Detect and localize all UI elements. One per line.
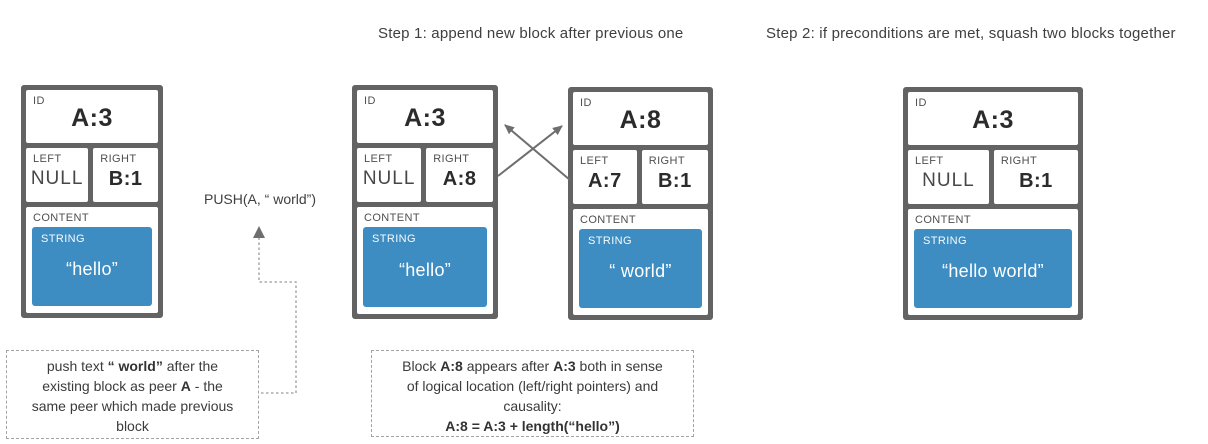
block-id-value: A:3: [71, 104, 113, 132]
right-pointer-cell: RIGHT B:1: [641, 150, 708, 204]
right-pointer-cell: RIGHT A:8: [426, 148, 493, 202]
id-label: ID: [364, 95, 376, 107]
right-label: RIGHT: [433, 153, 470, 165]
string-content-box: STRING “ world”: [579, 229, 702, 308]
id-cell: ID A:8: [573, 92, 708, 145]
content-cell: CONTENT STRING “hello world”: [908, 209, 1078, 315]
step2-title: Step 2: if preconditions are met, squash…: [766, 25, 1176, 42]
left-label: LEFT: [33, 153, 62, 165]
id-cell: ID A:3: [357, 90, 493, 143]
right-label: RIGHT: [100, 153, 137, 165]
push-operation-label: PUSH(A, “ world”): [203, 191, 316, 207]
step1-title: Step 1: append new block after previous …: [378, 25, 684, 42]
string-label: STRING: [41, 233, 85, 245]
pointer-arrow-a3-to-a8: [497, 125, 563, 177]
id-label: ID: [915, 97, 927, 109]
id-label: ID: [33, 95, 45, 107]
pointer-arrow-a8-to-a3: [504, 124, 571, 181]
content-cell: CONTENT STRING “hello”: [357, 207, 493, 314]
content-cell: CONTENT STRING “hello”: [26, 207, 158, 313]
content-label: CONTENT: [33, 212, 89, 224]
right-pointer-value: A:8: [442, 168, 477, 190]
string-value: “hello world”: [942, 261, 1044, 281]
content-cell: CONTENT STRING “ world”: [573, 209, 708, 315]
block-a3-step1: ID A:3 LEFT NULL RIGHT A:8 CONTENT STRIN…: [352, 85, 498, 319]
string-content-box: STRING “hello world”: [914, 229, 1072, 308]
block-id-value: A:8: [619, 106, 662, 134]
string-content-box: STRING “hello”: [32, 227, 152, 306]
id-cell: ID A:3: [26, 90, 158, 143]
right-pointer-value: B:1: [108, 168, 143, 190]
left-label: LEFT: [364, 153, 393, 165]
block-a3-step2: ID A:3 LEFT NULL RIGHT B:1 CONTENT STRIN…: [903, 87, 1083, 320]
string-label: STRING: [588, 235, 632, 247]
push-note-connector-arrow: [253, 226, 297, 394]
string-label: STRING: [923, 235, 967, 247]
right-label: RIGHT: [648, 155, 685, 167]
string-value: “ world”: [609, 261, 672, 281]
id-cell: ID A:3: [908, 92, 1078, 145]
left-pointer-cell: LEFT NULL: [26, 148, 89, 202]
string-content-box: STRING “hello”: [363, 227, 487, 307]
block-id-value: A:3: [404, 104, 446, 132]
content-label: CONTENT: [364, 212, 420, 224]
right-label: RIGHT: [1000, 155, 1038, 167]
left-pointer-value: NULL: [362, 168, 416, 189]
id-label: ID: [580, 97, 592, 109]
left-pointer-value: NULL: [30, 168, 84, 189]
block-id-value: A:3: [972, 106, 1014, 134]
string-value: “hello”: [398, 259, 452, 280]
squash-explanation-note: Block A:8 appears after A:3 both in sens…: [371, 350, 694, 437]
left-pointer-cell: LEFT NULL: [908, 150, 989, 204]
string-label: STRING: [372, 233, 416, 245]
block-a3-initial: ID A:3 LEFT NULL RIGHT B:1 CONTENT STRIN…: [21, 85, 163, 318]
right-pointer-value: B:1: [1019, 170, 1053, 192]
string-value: “hello”: [65, 259, 119, 279]
left-pointer-cell: LEFT A:7: [573, 150, 637, 204]
content-label: CONTENT: [580, 214, 636, 226]
left-label: LEFT: [915, 155, 944, 167]
left-pointer-cell: LEFT NULL: [357, 148, 422, 202]
left-label: LEFT: [580, 155, 609, 167]
content-label: CONTENT: [915, 214, 971, 226]
right-pointer-cell: RIGHT B:1: [993, 150, 1078, 204]
block-a8-step1: ID A:8 LEFT A:7 RIGHT B:1 CONTENT STRING…: [568, 87, 713, 320]
left-pointer-value: A:7: [587, 170, 622, 192]
right-pointer-value: B:1: [657, 170, 692, 192]
left-pointer-value: NULL: [922, 170, 975, 191]
right-pointer-cell: RIGHT B:1: [93, 148, 158, 202]
